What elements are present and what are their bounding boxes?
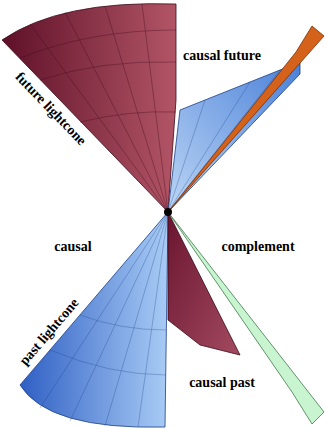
future-cone-surface <box>2 4 176 212</box>
past-cone-surface <box>20 212 168 427</box>
region-label: causal <box>54 239 91 255</box>
future-cone-edge-strip <box>168 26 324 212</box>
event-point <box>164 208 172 216</box>
region-label: causal past <box>189 375 255 391</box>
region-label: causal future <box>183 48 261 64</box>
region-label: complement <box>221 239 294 255</box>
past-cone-interior <box>168 212 240 355</box>
past-cone-edge-strip <box>168 212 324 424</box>
